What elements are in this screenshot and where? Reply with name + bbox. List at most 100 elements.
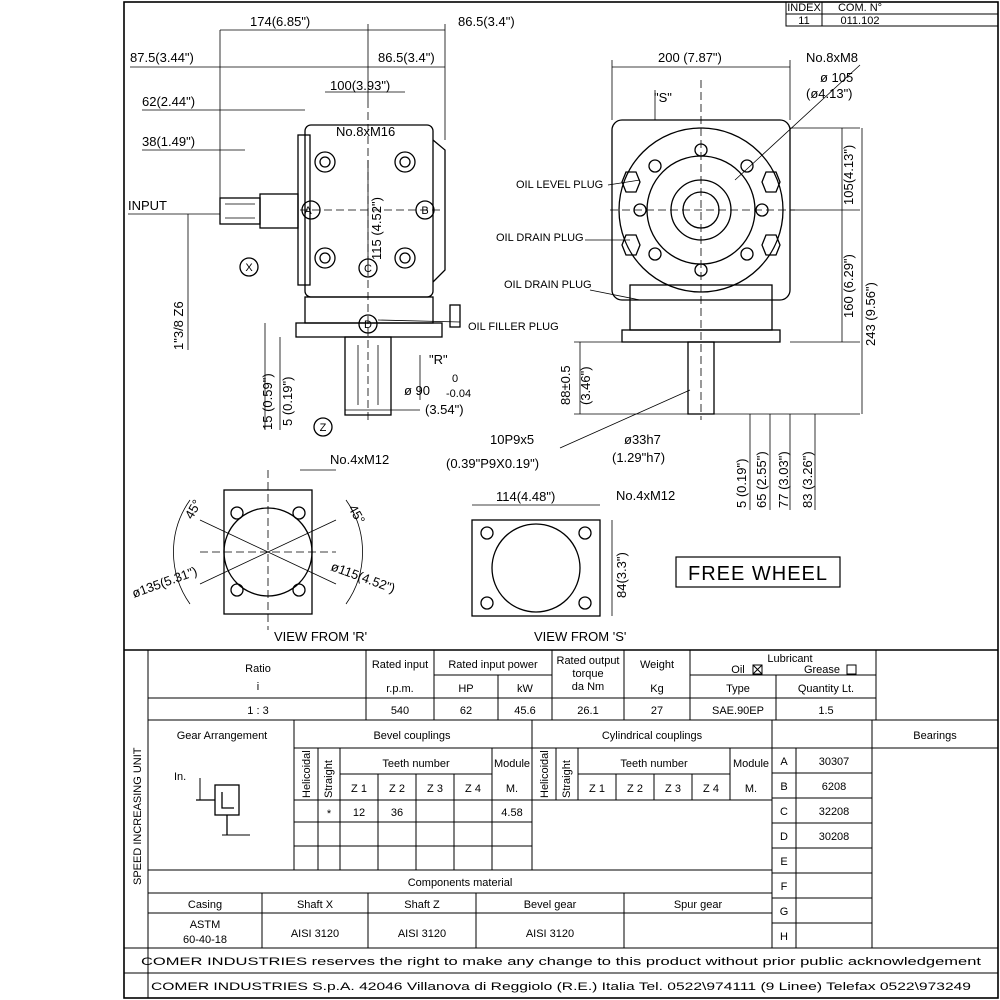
header-box: INDEX COM. N° 11 011.102 [785, 1, 999, 27]
components-material-header: Components material [408, 877, 513, 889]
dim-shaft-spline: 1"3/8 Z6 [171, 301, 186, 350]
cyl-helicoidal-label: Helicoidal [539, 750, 551, 798]
cyl-module-header: Module [733, 758, 769, 770]
dim-115-vertical: 115 (4.52") [369, 197, 384, 260]
bearings-header: Bearings [913, 730, 957, 742]
view-s-arrow-label: "S" [654, 90, 672, 105]
cylindrical-couplings-header: Cylindrical couplings [602, 730, 703, 742]
quantity-value: 1.5 [818, 705, 833, 717]
casing-value-2: 60-40-18 [183, 934, 227, 946]
dim-3-54: (3.54") [425, 402, 464, 417]
table-side-label: SPEED INCREASING UNIT [132, 747, 144, 885]
bearing-key-a: A [780, 756, 788, 768]
bevel-z2: Z 2 [389, 783, 405, 795]
type-header: Type [726, 683, 750, 695]
kw-header: kW [517, 683, 534, 695]
dim-38: 38(1.49") [142, 134, 195, 149]
bevel-z2-value: 36 [391, 807, 403, 819]
dim-200: 200 (7.87") [658, 50, 722, 65]
torque-header-2: torque [572, 668, 603, 680]
casing-value-1: ASTM [190, 919, 221, 931]
marker-z: Z [320, 422, 327, 434]
drawing-frame [123, 1, 999, 999]
view-from-s-title: VIEW FROM 'S' [534, 629, 626, 644]
bearing-key-f: F [781, 881, 788, 893]
hp-value: 62 [460, 705, 472, 717]
cyl-straight-label: Straight [561, 760, 573, 798]
dim-65: 65 (2.55") [754, 451, 769, 508]
type-value: SAE.90EP [712, 705, 764, 717]
bolt-m12-s-label: No.4xM12 [616, 488, 675, 503]
bearing-key-h: H [780, 931, 788, 943]
bearing-value-a: 30307 [819, 756, 850, 768]
right-dimensions [559, 60, 863, 510]
ratio-header: Ratio [245, 663, 271, 675]
ratio-sub: i [257, 681, 259, 693]
dim-88-inch: (3.46") [578, 366, 593, 405]
bevel-module-value: 4.58 [501, 807, 522, 819]
dim-100: 100(3.93") [330, 78, 390, 93]
view-r-arrow-label: "R" [429, 352, 448, 367]
gear-arrangement-header: Gear Arrangement [177, 730, 268, 742]
cyl-teeth-header: Teeth number [620, 758, 688, 770]
weight-header: Weight [640, 659, 674, 671]
bearing-value-b: 6208 [822, 781, 846, 793]
view-from-r [173, 469, 363, 630]
bevel-helicoidal-label: Helicoidal [301, 750, 313, 798]
quantity-header: Quantity Lt. [798, 683, 854, 695]
index-label: INDEX [787, 2, 821, 14]
grease-header: Grease [804, 664, 840, 676]
dim-phi90: ø 90 [404, 383, 430, 398]
com-label: COM. N° [838, 2, 882, 14]
cyl-z3: Z 3 [665, 783, 681, 795]
bearing-key-e: E [780, 856, 787, 868]
dim-phi135: ø135(5.31") [130, 563, 199, 600]
bevel-z3: Z 3 [427, 783, 443, 795]
dim-phi90-tol-upper: 0 [452, 373, 458, 385]
dim-174: 174(6.85") [250, 14, 310, 29]
bearing-key-b: B [780, 781, 787, 793]
kg-header: Kg [650, 683, 663, 695]
dim-86-5-top: 86.5(3.4") [458, 14, 515, 29]
lubricant-header: Lubricant [767, 653, 812, 665]
bevel-gear-header: Bevel gear [524, 899, 577, 911]
shaft-x-value: AISI 3120 [291, 928, 339, 940]
dim-84: 84(3.3") [614, 552, 629, 598]
dim-83: 83 (3.26") [800, 451, 815, 508]
marker-b: B [421, 205, 428, 217]
input-label: INPUT [128, 198, 167, 213]
bolt-m12-r-label: No.4xM12 [330, 452, 389, 467]
bevel-teeth-header: Teeth number [382, 758, 450, 770]
bearing-value-d: 30208 [819, 831, 850, 843]
bolt-m16-label: No.8xM16 [336, 124, 395, 139]
rpm-value: 540 [391, 705, 409, 717]
marker-c: C [364, 263, 372, 275]
shaft-z-value: AISI 3120 [398, 928, 446, 940]
dim-77: 77 (3.03") [776, 451, 791, 508]
dim-243-vertical: 243 (9.56") [863, 282, 878, 346]
dim-5-left: 5 (0.19") [280, 377, 295, 426]
torque-header-1: Rated output [557, 655, 620, 667]
right-elevation [610, 80, 795, 420]
left-elevation [219, 100, 461, 437]
kw-value: 45.6 [514, 705, 535, 717]
oil-header: Oil [731, 664, 744, 676]
dim-87-5: 87.5(3.44") [130, 50, 194, 65]
oil-drain-label-2: OIL DRAIN PLUG [504, 279, 592, 291]
dim-phi105-inch: (ø4.13") [806, 86, 853, 101]
bearing-key-d: D [780, 831, 788, 843]
casing-header: Casing [188, 899, 222, 911]
rated-input-header: Rated input [372, 659, 428, 671]
oil-drain-label-1: OIL DRAIN PLUG [496, 232, 584, 244]
bevel-z1-value: 12 [353, 807, 365, 819]
dim-phi115: ø115(4.52") [329, 559, 397, 596]
dim-15: 15 (0.59") [260, 373, 275, 430]
gear-in-label: In. [174, 771, 186, 783]
marker-a: A [304, 205, 312, 217]
footer-address: COMER INDUSTRIES S.p.A. 42046 Villanova … [151, 981, 971, 993]
index-value: 11 [798, 15, 809, 27]
bearing-key-c: C [780, 806, 788, 818]
cyl-z1: Z 1 [589, 783, 605, 795]
cyl-m: M. [745, 783, 757, 795]
